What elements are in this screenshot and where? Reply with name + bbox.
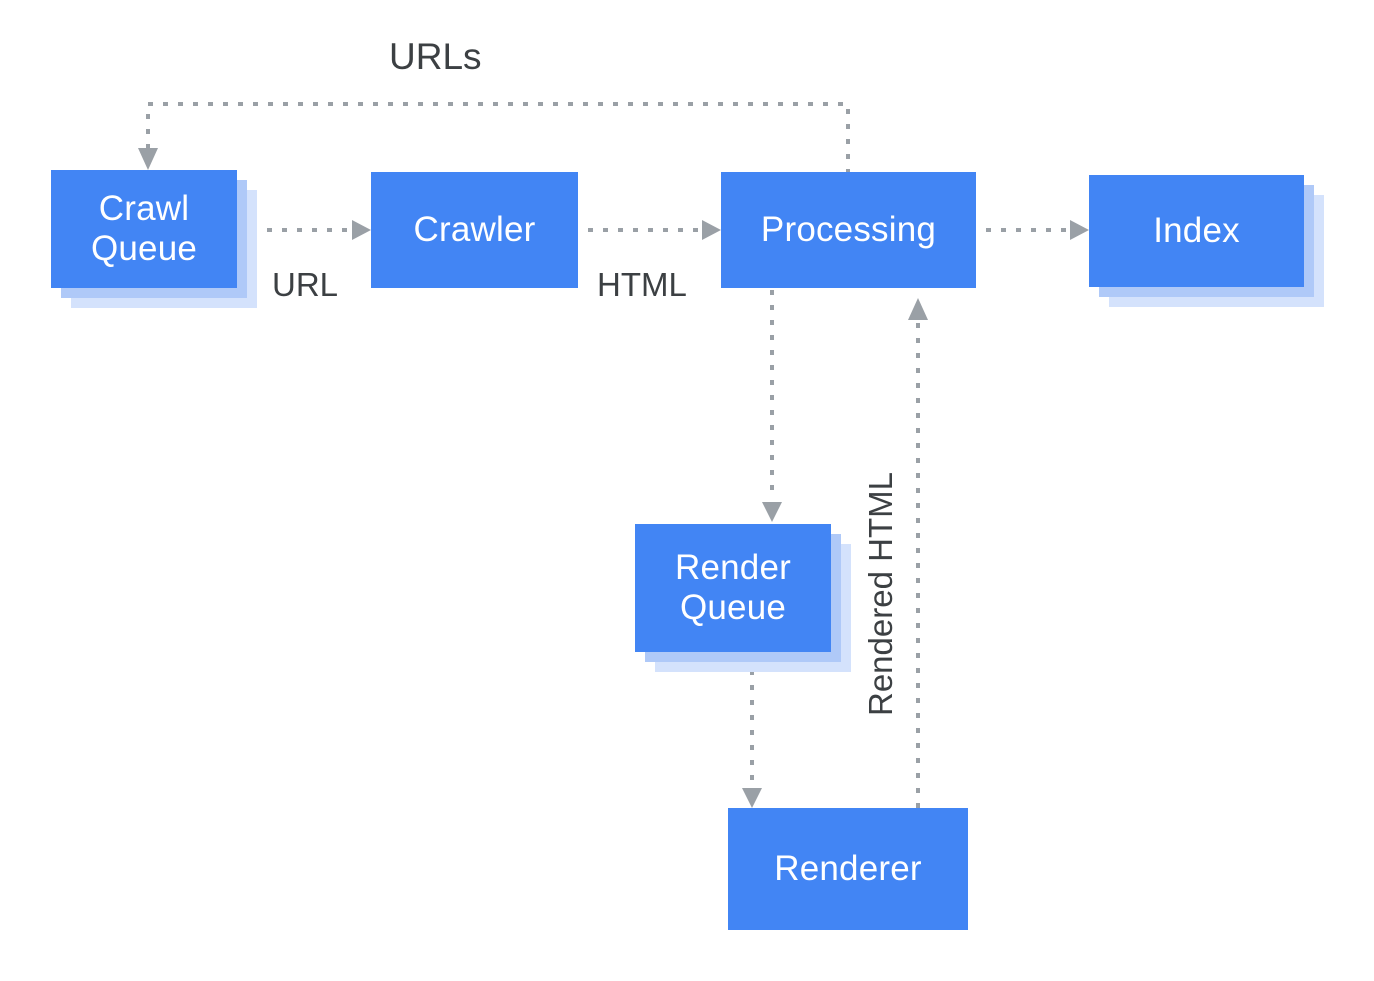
edge-label-rendered-html: Rendered HTML: [862, 472, 899, 716]
node-crawl-queue[interactable]: Crawl Queue: [51, 170, 237, 288]
edge-label-url: URL: [272, 266, 339, 303]
node-renderer[interactable]: Renderer: [728, 808, 968, 930]
node-render-queue[interactable]: Render Queue: [635, 524, 831, 652]
edge-processing-to-index: [986, 220, 1089, 240]
edge-processing-to-crawl-queue: [138, 102, 850, 174]
node-index-label: Index: [1153, 210, 1240, 250]
edge-label-html: HTML: [597, 266, 687, 303]
node-crawl-queue-label: Crawl Queue: [90, 188, 198, 268]
node-processing[interactable]: Processing: [721, 172, 976, 288]
edge-crawl-queue-to-crawler: [252, 220, 371, 240]
edge-crawler-to-processing: [588, 220, 721, 240]
node-renderer-label: Renderer: [774, 848, 922, 888]
node-processing-label: Processing: [760, 209, 937, 249]
node-crawler-label: Crawler: [413, 209, 536, 249]
edge-label-urls: URLs: [389, 36, 482, 77]
node-render-queue-label: Render Queue: [675, 547, 791, 627]
edge-processing-to-render-queue: [762, 290, 782, 522]
edge-render-queue-to-renderer: [742, 670, 762, 808]
edge-renderer-to-processing: [908, 298, 928, 808]
node-crawler[interactable]: Crawler: [371, 172, 578, 288]
node-index[interactable]: Index: [1089, 175, 1304, 287]
